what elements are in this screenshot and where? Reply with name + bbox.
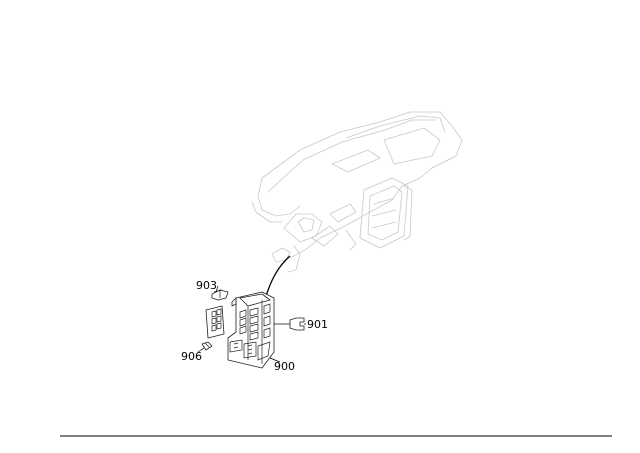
dashboard-outline — [251, 111, 463, 273]
relay-part — [211, 289, 229, 301]
leader-903 — [215, 285, 219, 293]
leader-900 — [269, 357, 281, 363]
callout-906: 906 — [181, 350, 202, 363]
connector-part — [289, 317, 306, 331]
fuse-part — [201, 341, 213, 351]
callout-903: 903 — [196, 279, 217, 292]
fuse-block-module — [205, 305, 225, 339]
leader-906 — [197, 347, 205, 353]
connection-cable — [265, 255, 291, 297]
callout-900: 900 — [274, 360, 295, 373]
callout-901: 901 — [307, 318, 328, 331]
fuse-relay-box — [227, 291, 275, 369]
